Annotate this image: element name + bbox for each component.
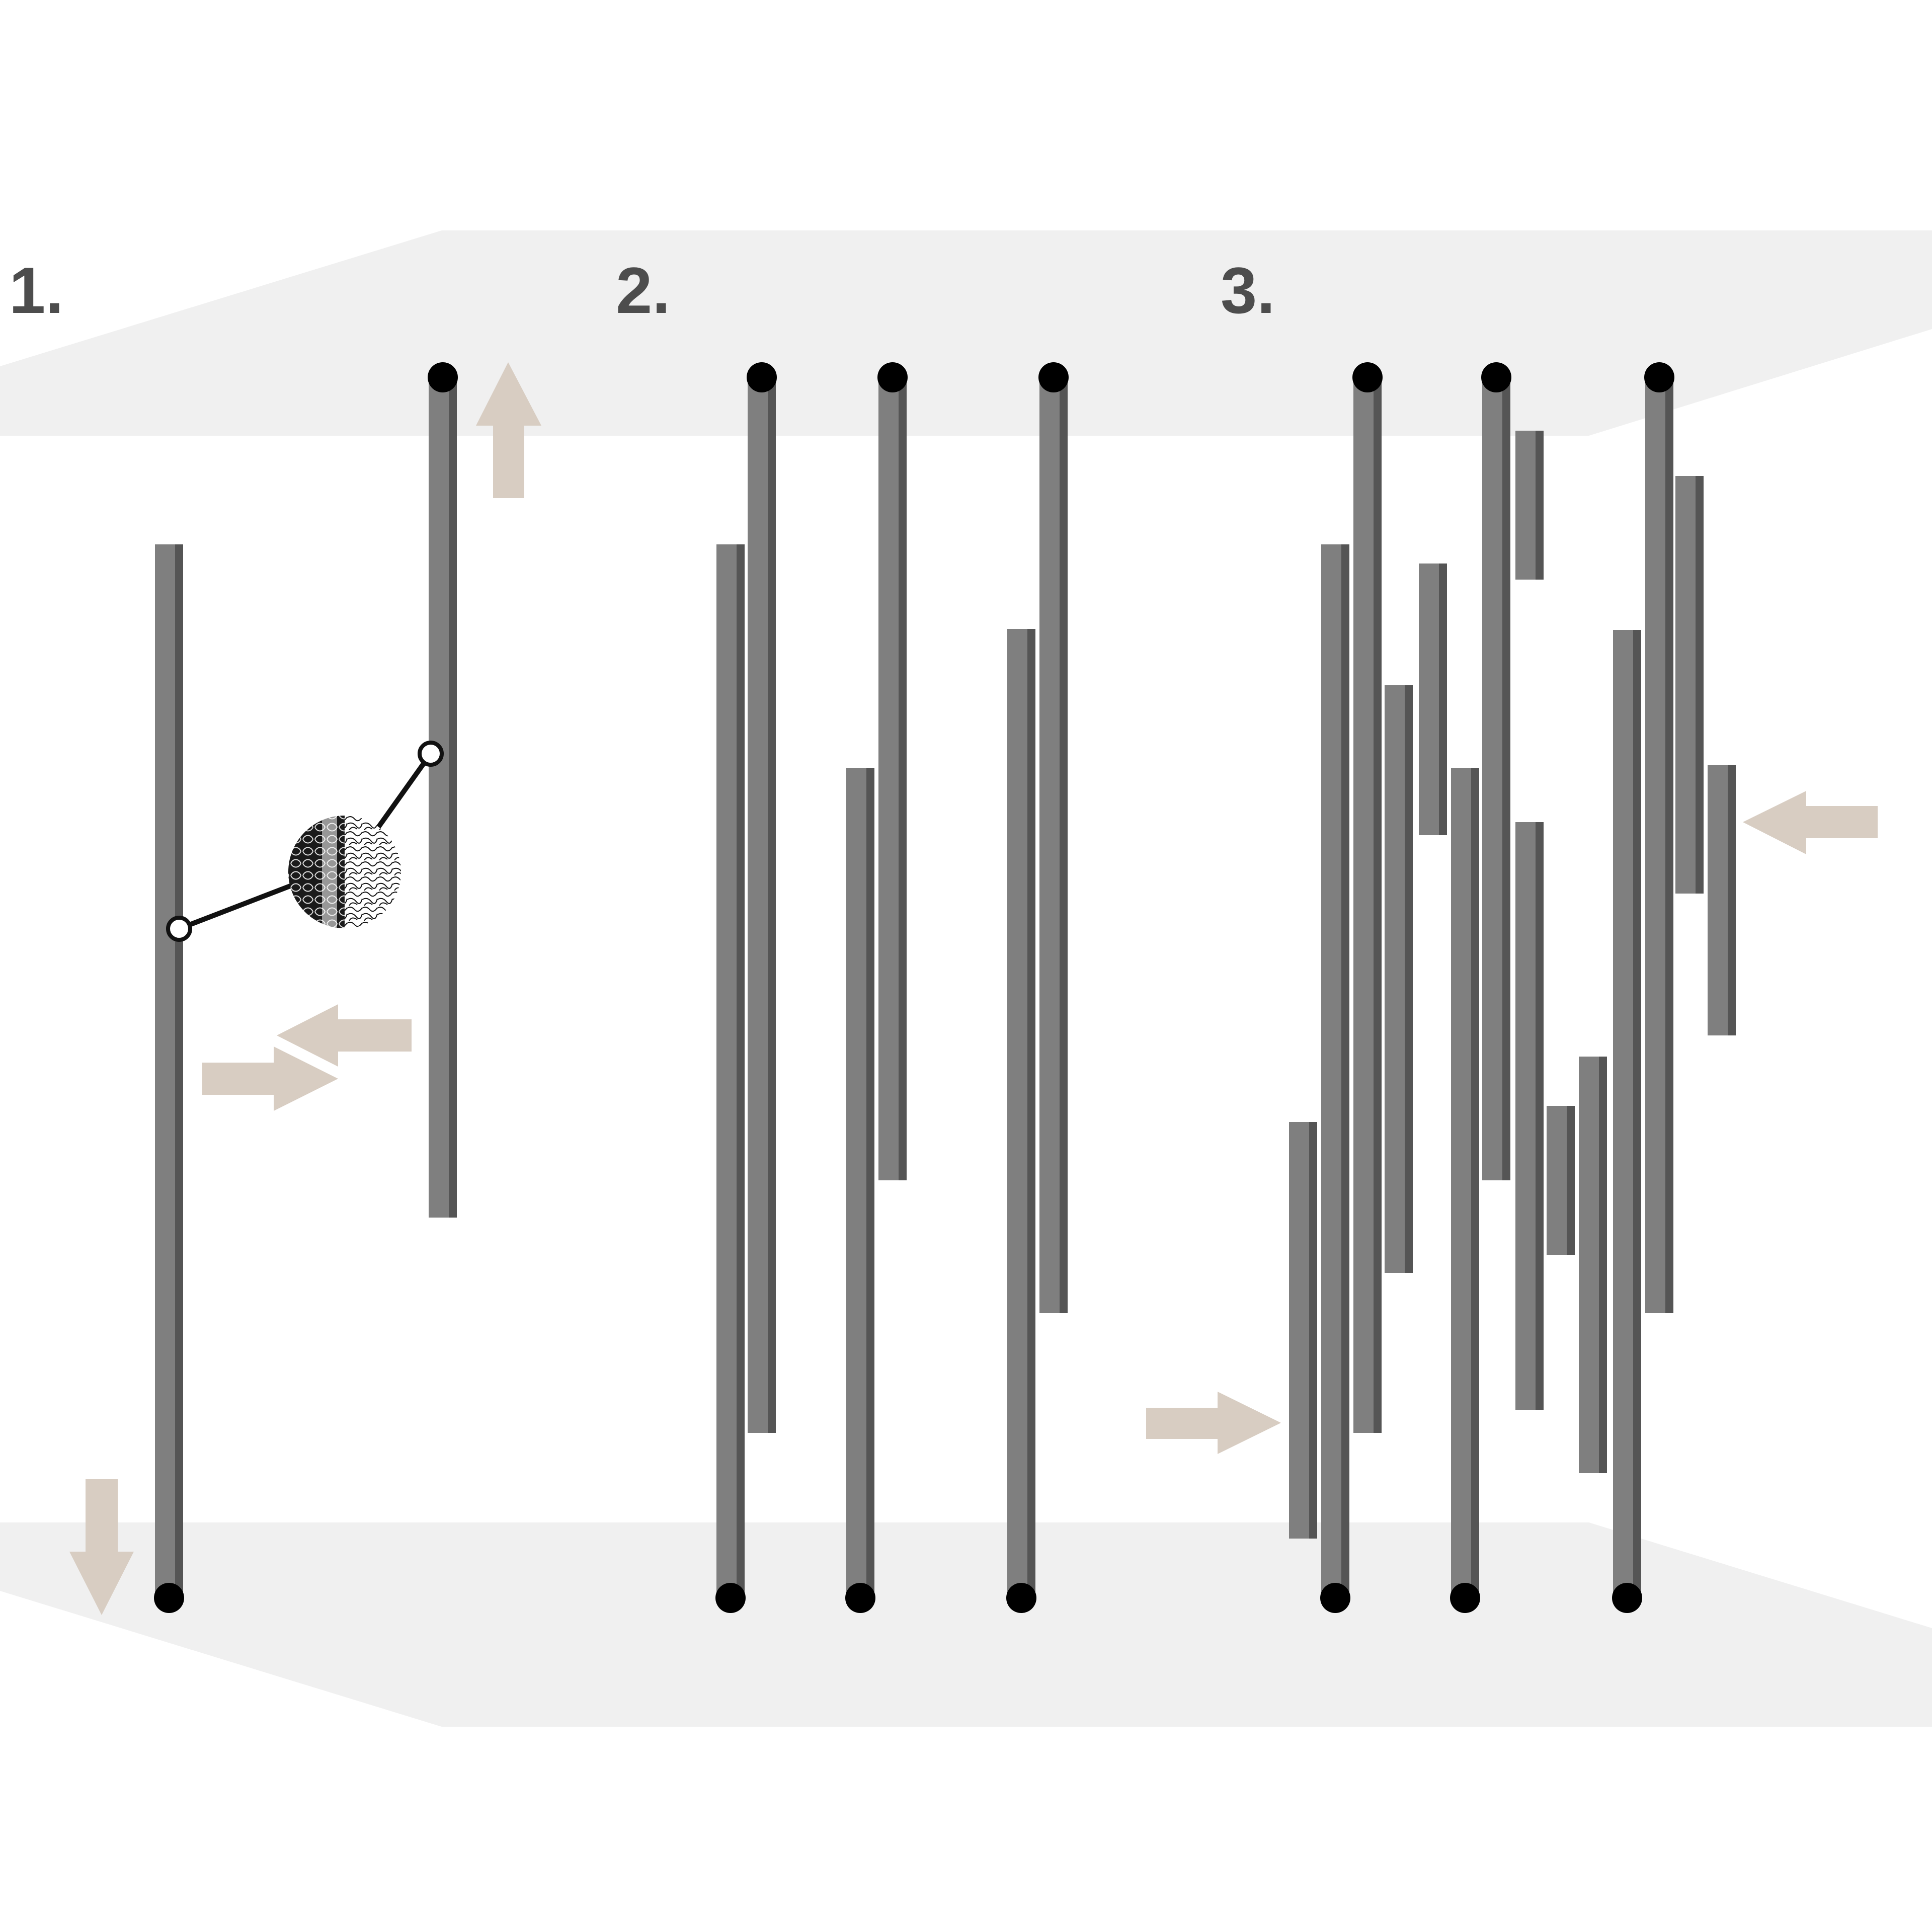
filament-edge	[1341, 544, 1349, 1600]
filament-edge	[768, 380, 776, 1433]
anchor-dot-icon	[1352, 362, 1383, 392]
left-arrow-icon	[1743, 791, 1878, 854]
filament	[428, 362, 458, 1218]
filament-edge	[1696, 476, 1704, 894]
filament-edge	[1502, 380, 1510, 1180]
binding-site-right	[418, 741, 444, 767]
step-2-filaments	[715, 362, 1069, 1613]
anchor-dot-icon	[1006, 1583, 1036, 1613]
filament	[1675, 476, 1704, 894]
filament-edge	[1567, 1106, 1575, 1255]
filament-edge	[175, 544, 183, 1600]
anchor-dot-icon	[1481, 362, 1511, 392]
filament	[1644, 362, 1674, 1313]
filament-edge	[1536, 822, 1544, 1410]
filament-edge	[1633, 630, 1641, 1600]
anchor-dot-icon	[715, 1583, 746, 1613]
filament	[1385, 685, 1413, 1273]
up-arrow-icon	[476, 362, 541, 498]
filament	[1006, 629, 1036, 1613]
filament-edge	[1405, 685, 1413, 1273]
direction-arrows	[69, 362, 1878, 1615]
step-1-label: 1.	[9, 254, 63, 327]
anchor-dot-icon	[1320, 1583, 1350, 1613]
filament	[1289, 1122, 1317, 1539]
filament-edge	[449, 380, 457, 1218]
filament-edge	[1309, 1122, 1317, 1539]
step-3-label: 3.	[1221, 254, 1275, 327]
filament-edge	[1374, 380, 1382, 1433]
filament-edge	[1060, 380, 1068, 1313]
anchor-dot-icon	[154, 1583, 184, 1613]
right-arrow-icon	[1146, 1392, 1281, 1454]
anchor-dot-icon	[1612, 1583, 1642, 1613]
anchor-dot-icon	[1450, 1583, 1480, 1613]
filament	[154, 544, 184, 1613]
filament	[877, 362, 908, 1180]
down-arrow-icon	[69, 1479, 134, 1615]
right-arrow-icon	[202, 1046, 338, 1111]
filament	[1515, 431, 1544, 580]
motor-protein-icon	[288, 816, 401, 928]
filament	[1419, 564, 1447, 835]
anchor-dot-icon	[877, 362, 908, 392]
anchor-dot-icon	[845, 1583, 875, 1613]
filament	[1515, 822, 1544, 1410]
filament	[1612, 630, 1642, 1613]
left-arrow-icon	[277, 1004, 412, 1067]
filament	[1352, 362, 1383, 1433]
crosslinking-motor	[166, 741, 444, 942]
filament	[1450, 768, 1480, 1613]
filament-edge	[1471, 768, 1479, 1600]
filament	[845, 768, 875, 1613]
filament-edge	[1728, 765, 1736, 1035]
filament-edge	[1536, 431, 1544, 580]
bottom-plate	[0, 1522, 1932, 1727]
step-1-filaments	[154, 362, 458, 1613]
filament	[715, 544, 746, 1613]
anchor-dot-icon	[428, 362, 458, 392]
filament-edge	[1599, 1057, 1607, 1473]
filament	[747, 362, 777, 1433]
filament	[1038, 362, 1069, 1313]
anchor-dot-icon	[1644, 362, 1674, 392]
filament-edge	[899, 380, 907, 1180]
binding-site-left	[166, 916, 192, 942]
filament-edge	[866, 768, 874, 1600]
filament-edge	[1027, 629, 1035, 1600]
step-3-filaments	[1289, 362, 1736, 1613]
filament-edge	[1439, 564, 1447, 835]
filament-edge	[737, 544, 745, 1600]
filament-edge	[1665, 380, 1673, 1313]
filament	[1547, 1106, 1575, 1255]
anchor-dot-icon	[747, 362, 777, 392]
filament	[1481, 362, 1511, 1180]
filament	[1579, 1057, 1607, 1473]
anchor-dot-icon	[1038, 362, 1069, 392]
top-plate	[0, 230, 1932, 436]
step-2-label: 2.	[616, 254, 670, 327]
filament	[1708, 765, 1736, 1035]
filament	[1320, 544, 1350, 1613]
